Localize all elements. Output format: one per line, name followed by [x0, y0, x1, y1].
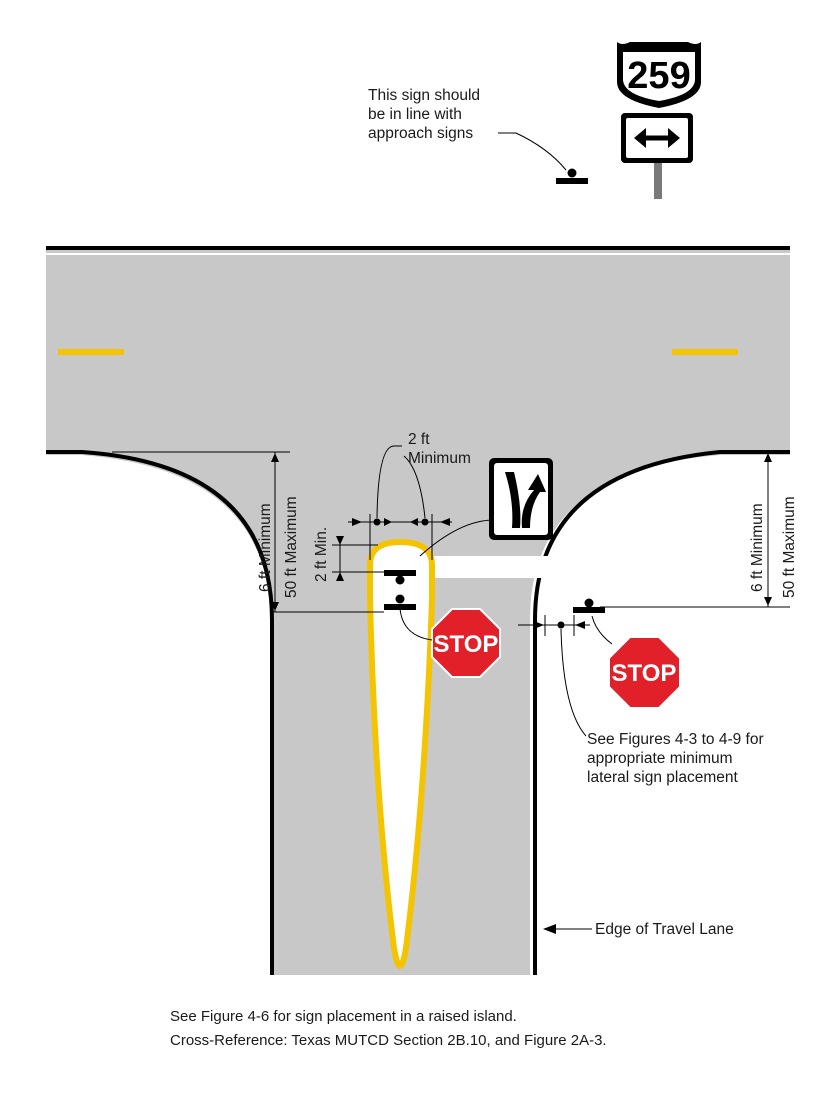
right-sign-marker — [573, 598, 605, 613]
centerline-dash-left — [58, 349, 124, 355]
left-max-label: 50 ft Maximum — [283, 496, 300, 598]
splitter-island — [367, 539, 435, 969]
right-curb-white — [541, 457, 786, 975]
keep-right-face — [494, 463, 548, 535]
stop-right-octagon — [608, 636, 681, 709]
lateral-label-line-1: 2 ft — [408, 431, 430, 448]
footer-line-2: Cross-Reference: Texas MUTCD Section 2B.… — [170, 1032, 607, 1049]
left-min-label: 6 ft Minimum — [257, 503, 274, 592]
right-distance-dimension — [600, 452, 790, 608]
double-arrow-icon — [634, 128, 680, 148]
route-number: 259 — [627, 55, 690, 97]
right-curb-edge — [533, 450, 790, 975]
lateral-label-line-2: Minimum — [408, 450, 471, 467]
see-figures-line-2: appropriate minimum — [587, 750, 733, 767]
keep-right-arrow-icon — [505, 472, 521, 528]
approach-sign-marker — [498, 132, 588, 184]
stop-sign-left: STOP — [399, 608, 501, 678]
left-curb-white — [50, 457, 265, 975]
approach-note: This sign should be in line with approac… — [368, 87, 480, 142]
edge-of-travel-lane-callout: Edge of Travel Lane — [543, 921, 734, 938]
centerline-dash-right — [672, 349, 738, 355]
stop-line — [432, 556, 548, 578]
route-shield-sign: 259 — [617, 42, 701, 199]
sign-post — [654, 163, 662, 199]
keep-right-curve-icon — [521, 474, 546, 528]
main-road-surface — [46, 250, 790, 455]
edge-of-lane-label: Edge of Travel Lane — [595, 921, 734, 938]
approach-note-line-1: This sign should — [368, 87, 480, 104]
lateral-2ft-dimension — [348, 445, 452, 560]
stop-sign-right: STOP — [591, 615, 681, 709]
stop-right-text: STOP — [612, 660, 677, 687]
stop-left-octagon — [431, 608, 501, 678]
centerline — [58, 349, 738, 355]
vertical-2ft-dimension — [332, 536, 384, 581]
stop-left-leader — [399, 608, 433, 641]
right-max-label: 50 ft Maximum — [781, 496, 798, 598]
see-figures-line-1: See Figures 4-3 to 4-9 for — [587, 731, 764, 748]
approach-note-line-2: be in line with — [368, 106, 462, 123]
road-edges — [46, 246, 790, 975]
vertical-2ft-label: 2 ft Min. — [313, 527, 330, 582]
lateral-2ft-label: 2 ft Minimum — [408, 431, 471, 467]
approach-note-line-3: approach signs — [368, 125, 473, 142]
right-lateral-dimension — [518, 615, 590, 737]
keep-right-sign — [419, 458, 553, 557]
approach-leader — [498, 132, 567, 171]
stop-left-text: STOP — [434, 631, 499, 658]
footer-line-1: See Figure 4-6 for sign placement in a r… — [170, 1008, 517, 1025]
left-distance-dimension — [112, 451, 384, 613]
stop-right-leader — [591, 615, 613, 645]
left-curb-edge — [46, 450, 274, 975]
right-min-label: 6 ft Minimum — [749, 503, 766, 592]
route-shield-inner — [623, 52, 695, 101]
footer-notes: See Figure 4-6 for sign placement in a r… — [170, 1008, 607, 1049]
island-sign-markers — [384, 570, 416, 610]
keep-right-leader — [419, 519, 495, 557]
see-figures-line-3: lateral sign placement — [587, 769, 738, 786]
see-figures-note: See Figures 4-3 to 4-9 for appropriate m… — [587, 731, 764, 786]
